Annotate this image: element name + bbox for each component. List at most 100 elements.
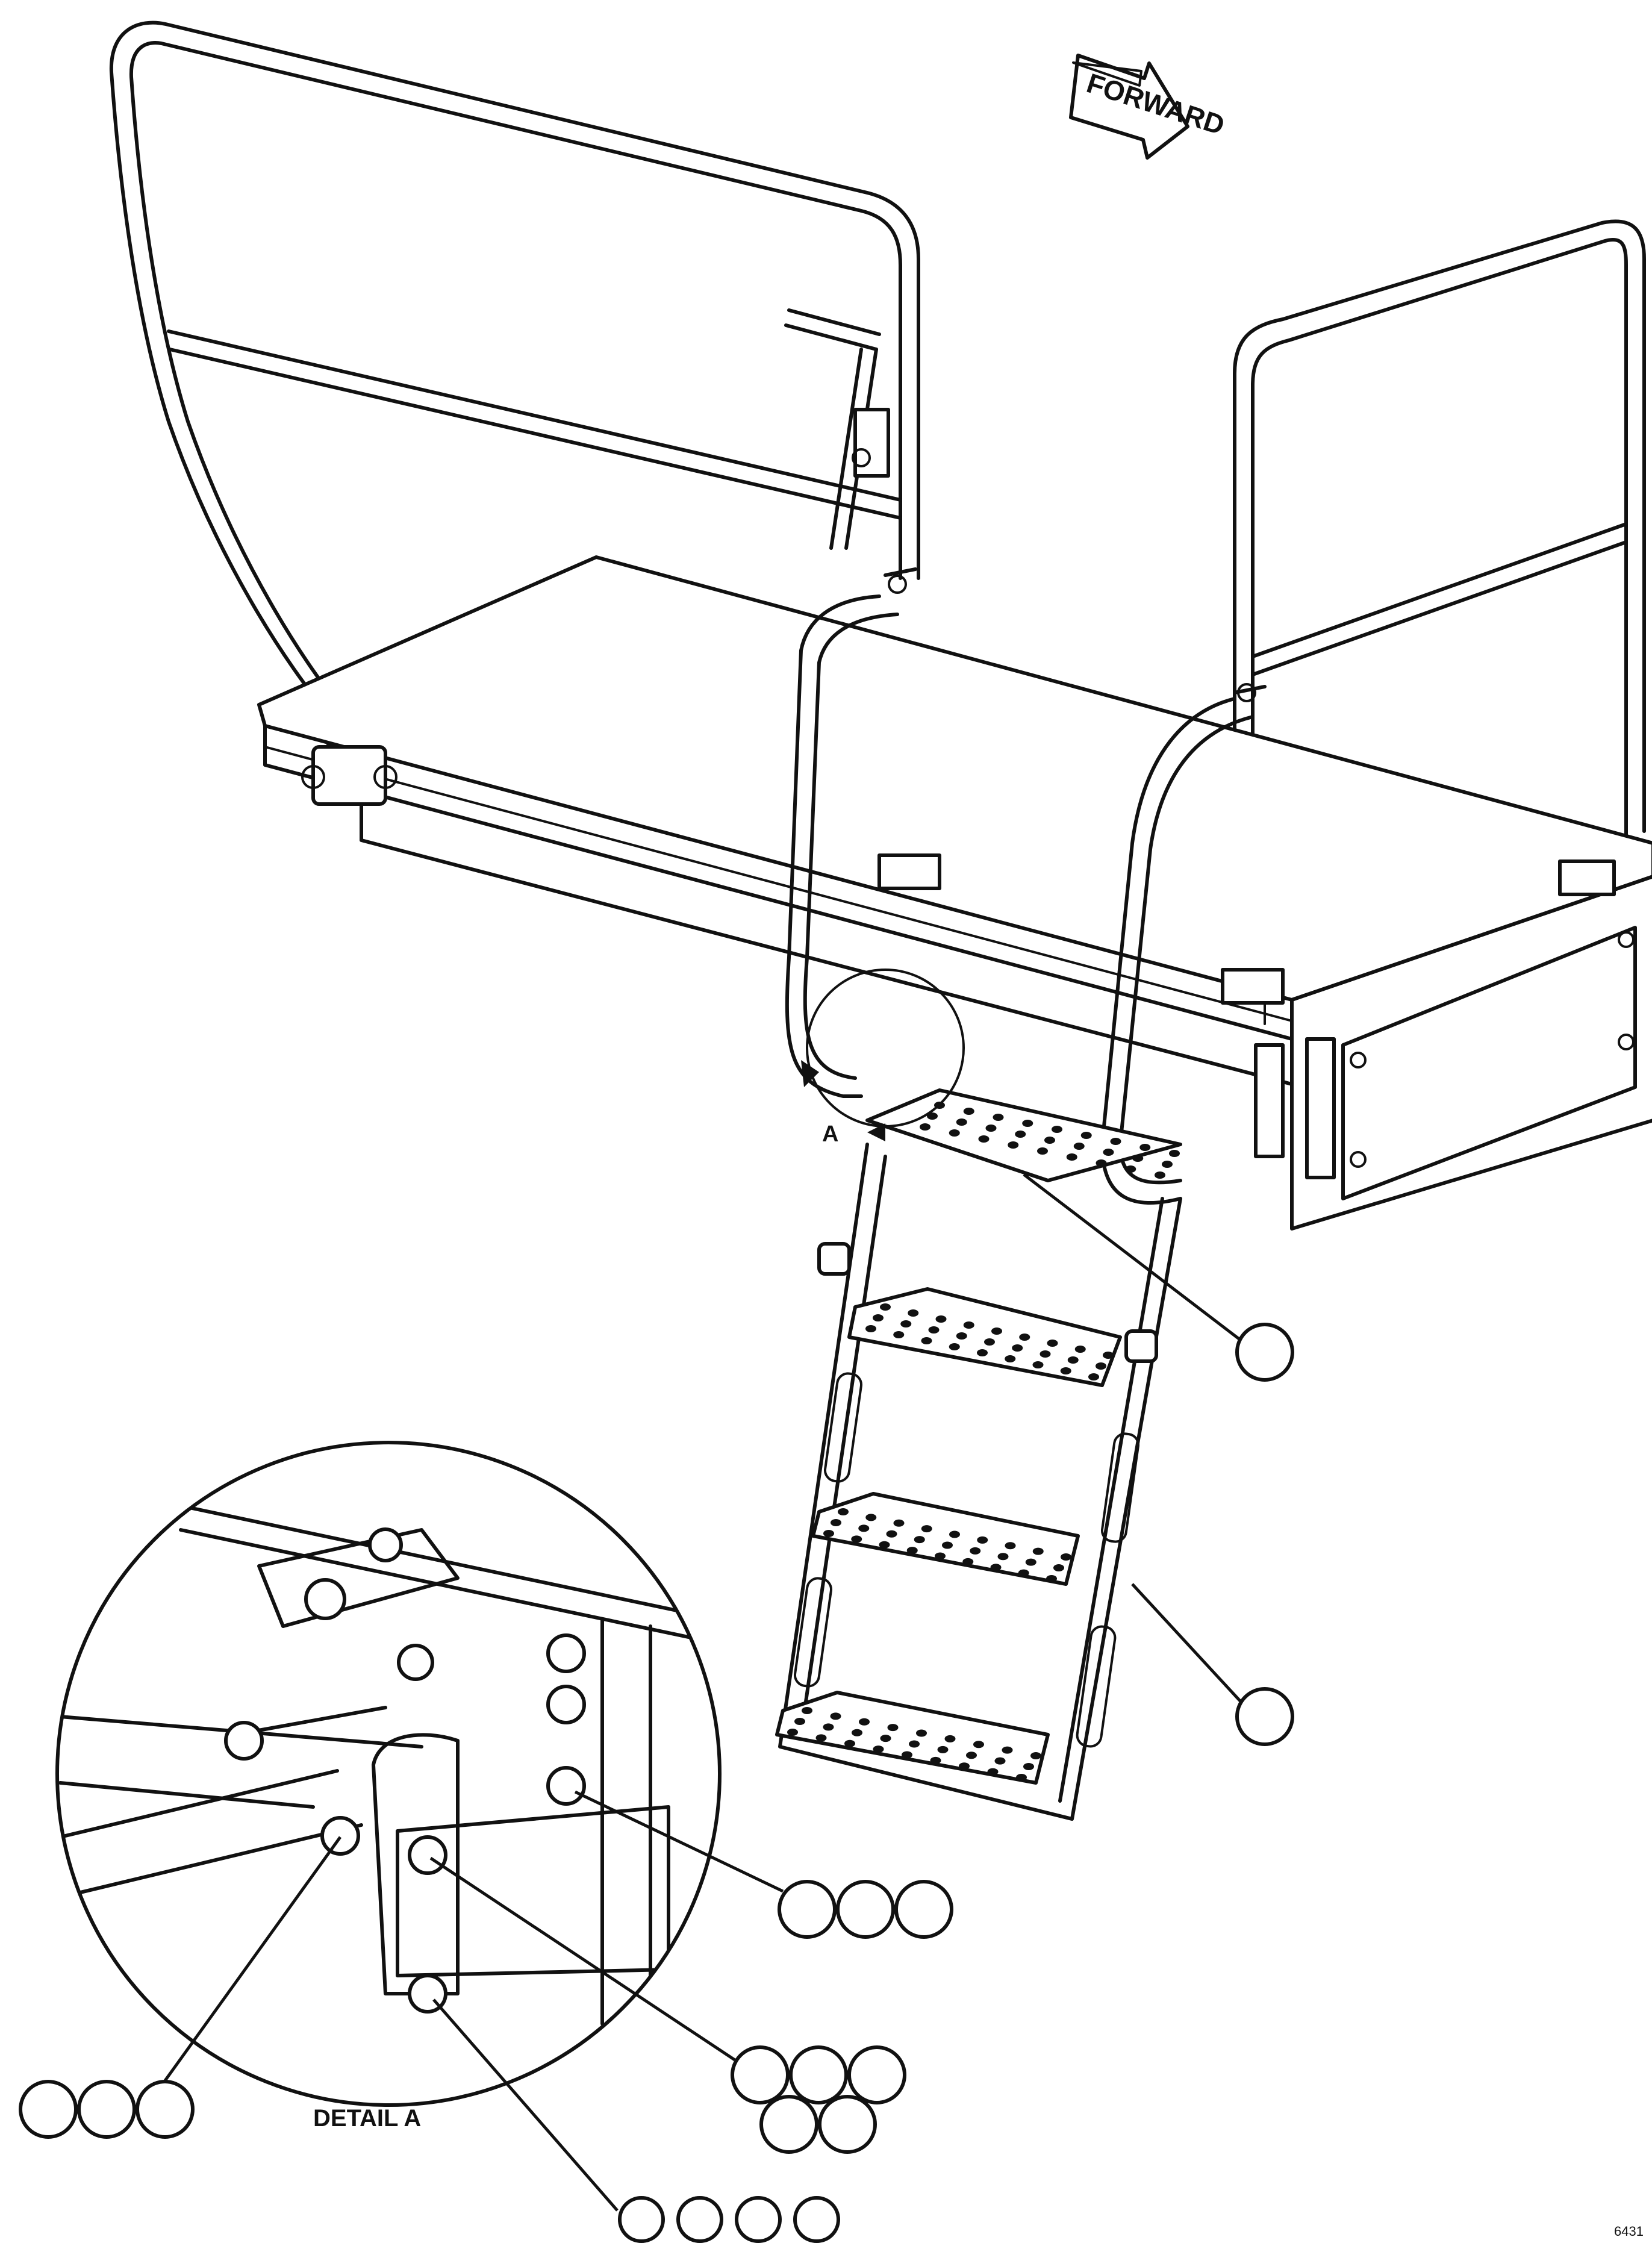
step-hole: [1169, 1150, 1180, 1157]
step-hole: [949, 1530, 960, 1538]
step-hole: [963, 1108, 974, 1115]
step-hole: [997, 1553, 1009, 1561]
side-panel: [1254, 926, 1637, 1200]
step-hole: [930, 1756, 941, 1764]
step-hole: [823, 1723, 834, 1731]
step-hole: [994, 1757, 1006, 1765]
step-hole: [893, 1519, 905, 1527]
step-hole: [956, 1118, 967, 1126]
step-hole: [1067, 1356, 1079, 1364]
step-hole: [1080, 1132, 1092, 1139]
step-hole: [1074, 1346, 1086, 1353]
step-hole: [937, 1745, 949, 1753]
step-hole: [1103, 1352, 1114, 1359]
callout-step-assembly: [1235, 1323, 1294, 1382]
step-hole: [973, 1741, 984, 1749]
step-hole: [978, 1135, 990, 1143]
callout-pivot-bolt-2: [77, 2080, 136, 2139]
step-hole: [880, 1303, 891, 1311]
ladder: [775, 1088, 1182, 1821]
step-hole: [977, 1349, 988, 1356]
step-hole: [1018, 1569, 1029, 1577]
step-hole: [1016, 1774, 1027, 1781]
step-hole: [966, 1752, 977, 1759]
callout-pivot-bolt-1: [19, 2080, 78, 2139]
gate-rails: [785, 594, 1255, 1205]
step-hole: [1044, 1137, 1055, 1144]
callout-lower-bolt-4: [793, 2196, 840, 2243]
step-hole: [787, 1729, 798, 1736]
step-hole: [944, 1735, 956, 1742]
step-hole: [794, 1718, 805, 1725]
step-hole: [1088, 1373, 1099, 1380]
step-hole: [1005, 1355, 1016, 1362]
step-hole: [991, 1327, 1002, 1335]
step-hole: [1096, 1362, 1106, 1370]
step-hole: [1066, 1153, 1077, 1161]
step-hole: [830, 1712, 841, 1720]
step-hole: [928, 1326, 940, 1334]
step-hole: [970, 1547, 981, 1555]
step-hole: [920, 1123, 930, 1131]
step-hole: [902, 1751, 912, 1759]
step-hole: [1060, 1367, 1071, 1374]
step-hole: [1012, 1344, 1023, 1352]
step-hole: [1005, 1542, 1016, 1550]
step-hole: [865, 1325, 876, 1332]
step-hole: [984, 1338, 995, 1346]
step-hole: [831, 1519, 841, 1526]
step-hole: [927, 1112, 938, 1120]
step-hole: [987, 1768, 999, 1776]
step-hole: [873, 1745, 884, 1753]
sheet-code: 6431: [1614, 2224, 1644, 2239]
step-hole: [815, 1734, 827, 1742]
step-hole: [993, 1114, 1004, 1121]
step-hole: [959, 1762, 970, 1770]
step-hole: [1022, 1120, 1033, 1127]
step-hole: [823, 1530, 834, 1537]
step-hole: [949, 1343, 960, 1350]
callout-upper-bolt-3: [894, 1880, 953, 1939]
right-handrail: [1233, 219, 1646, 959]
step-hole: [852, 1729, 862, 1736]
step-hole: [1052, 1126, 1062, 1133]
step-hole: [935, 1552, 946, 1560]
step-hole: [1032, 1361, 1044, 1368]
step-hole: [963, 1321, 974, 1329]
step-hole: [1047, 1340, 1058, 1347]
step-hole: [921, 1337, 932, 1344]
callout-lower-bolt-2: [676, 2196, 723, 2243]
step-hole: [921, 1525, 932, 1533]
callout-lower-bolt-1: [618, 2196, 665, 2243]
detail-a-caption: DETAIL A: [313, 2105, 421, 2132]
callout-center-bolt-1: [731, 2045, 790, 2104]
step-hole: [916, 1729, 927, 1737]
step-hole: [1053, 1564, 1064, 1571]
step-hole: [906, 1547, 918, 1555]
callout-pivot-bolt-3: [136, 2080, 195, 2139]
callout-lower-bolt-3: [735, 2196, 782, 2243]
step-hole: [1061, 1553, 1071, 1561]
step-hole: [1008, 1141, 1019, 1149]
step-hole: [909, 1740, 920, 1748]
step-hole: [859, 1718, 870, 1726]
step-hole: [865, 1514, 877, 1521]
step-hole: [900, 1320, 912, 1327]
step-hole: [1023, 1763, 1034, 1770]
detail-a-marker-label: A: [822, 1122, 838, 1147]
step-hole: [1073, 1143, 1085, 1150]
step-hole: [887, 1724, 899, 1732]
ladder-step-2: [847, 1287, 1122, 1387]
callout-center-bolt-3: [847, 2045, 906, 2104]
step-hole: [880, 1735, 891, 1742]
callout-center-bolt-4: [759, 2095, 818, 2154]
callout-center-bolt-2: [789, 2045, 848, 2104]
callout-center-bolt-5: [818, 2095, 877, 2154]
step-hole: [893, 1331, 905, 1338]
step-hole: [1046, 1575, 1057, 1582]
step-hole: [1037, 1147, 1048, 1155]
step-hole: [1032, 1547, 1044, 1555]
callout-balloons: [19, 1323, 1294, 2243]
gate-lever: [784, 308, 890, 550]
